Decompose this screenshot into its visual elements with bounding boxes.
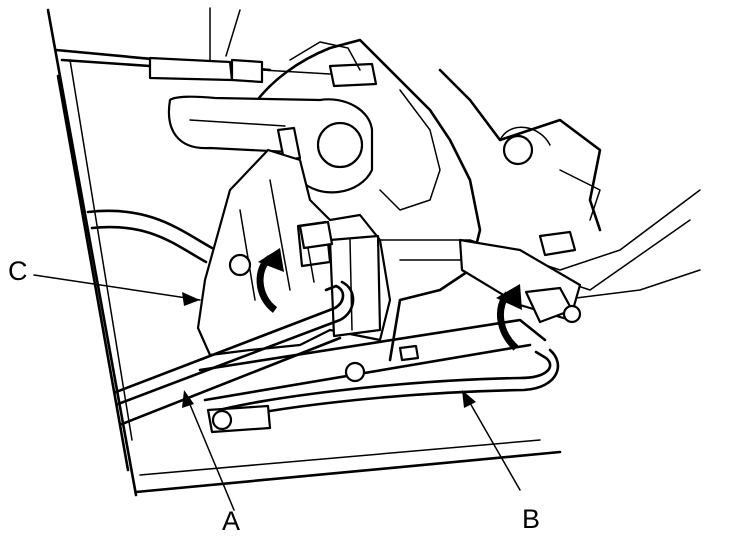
shift-cable-a <box>114 220 355 426</box>
mount-bracket <box>196 148 392 357</box>
rotation-arrow-left <box>256 248 284 313</box>
side-pipe <box>86 209 214 264</box>
overhead-cable <box>60 7 378 88</box>
callout-b: B <box>522 504 540 534</box>
rotation-arrow-right <box>496 284 522 351</box>
callout-c: C <box>8 256 28 286</box>
body-panel <box>46 8 562 497</box>
callout-a: A <box>222 506 240 536</box>
shift-lever-arm <box>167 95 374 194</box>
leader-lines <box>33 274 521 511</box>
cable-end-bracket <box>458 238 582 324</box>
transmission-housing <box>248 38 602 362</box>
select-cable-b <box>206 348 560 434</box>
